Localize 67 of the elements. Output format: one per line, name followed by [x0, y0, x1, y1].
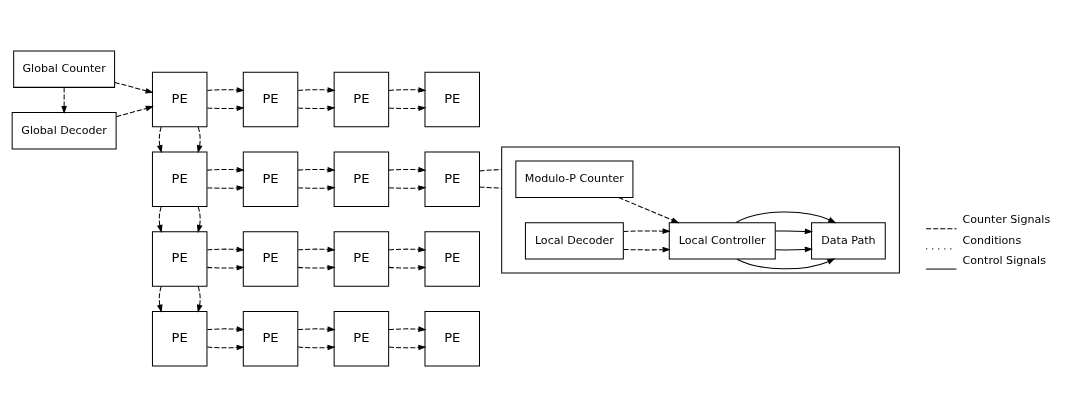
arrow: [775, 228, 813, 234]
node-box: PE: [242, 71, 299, 127]
node-box: PE: [333, 230, 390, 287]
arrow: [388, 86, 427, 93]
arrow: [61, 86, 67, 114]
arrow: [388, 104, 427, 111]
node-box: PE: [242, 310, 299, 366]
arrow: [623, 246, 671, 253]
arrow: [206, 104, 245, 111]
node-box: PE: [333, 310, 390, 366]
arrow: [206, 166, 245, 172]
arrow: [206, 344, 245, 350]
arrow: [297, 264, 336, 271]
node-box: Global Counter: [13, 50, 116, 88]
arrow: [297, 184, 336, 191]
node-box: PE: [424, 150, 480, 207]
node-box: PE: [333, 150, 390, 207]
arrow: [196, 205, 203, 233]
node-box: Modulo-P Counter: [515, 160, 634, 198]
node-box: PE: [333, 71, 390, 127]
arrow: [775, 246, 813, 252]
connector: [479, 185, 503, 189]
legend-label: Conditions: [962, 233, 1022, 247]
arrow: [196, 285, 203, 313]
arrow: [206, 264, 245, 271]
arrow: [388, 246, 427, 252]
arrow: [623, 227, 671, 234]
arrow: [206, 246, 245, 252]
node-box: Data Path: [811, 221, 886, 259]
arrow: [618, 196, 680, 223]
node-box: PE: [151, 150, 208, 207]
arrow: [115, 105, 154, 117]
arrow: [388, 344, 427, 350]
legend-label: Control Signals: [962, 253, 1046, 267]
connector: [479, 168, 503, 171]
arrow: [196, 125, 203, 153]
arrow: [297, 246, 336, 252]
arrow: [297, 325, 336, 332]
arrow: [297, 104, 336, 111]
node-box: PE: [242, 150, 299, 207]
arrow: [297, 166, 336, 172]
arrow: [206, 184, 245, 191]
node-box: PE: [242, 230, 299, 287]
arrow: [297, 344, 336, 350]
arrow: [297, 86, 336, 93]
arrow: [156, 205, 163, 233]
arrow: [388, 166, 427, 172]
arrow: [156, 285, 163, 313]
node-box: Global Decoder: [11, 111, 117, 149]
node-box: PE: [151, 71, 208, 127]
arrow: [735, 211, 837, 223]
node-box: PE: [424, 230, 480, 287]
node-box: Local Decoder: [524, 221, 624, 259]
node-box: PE: [151, 310, 208, 366]
arrow: [388, 325, 427, 332]
arrow: [114, 81, 154, 93]
arrow: [388, 184, 427, 191]
node-box: PE: [424, 71, 480, 127]
node-box: PE: [424, 310, 480, 366]
arrow: [206, 86, 245, 93]
arrow: [206, 325, 245, 332]
arrow: [388, 264, 427, 271]
node-box: PE: [151, 230, 208, 287]
arrow: [156, 125, 163, 153]
legend-label: Counter Signals: [962, 212, 1051, 226]
cluster: [501, 145, 900, 274]
node-box: Local Controller: [668, 221, 776, 259]
